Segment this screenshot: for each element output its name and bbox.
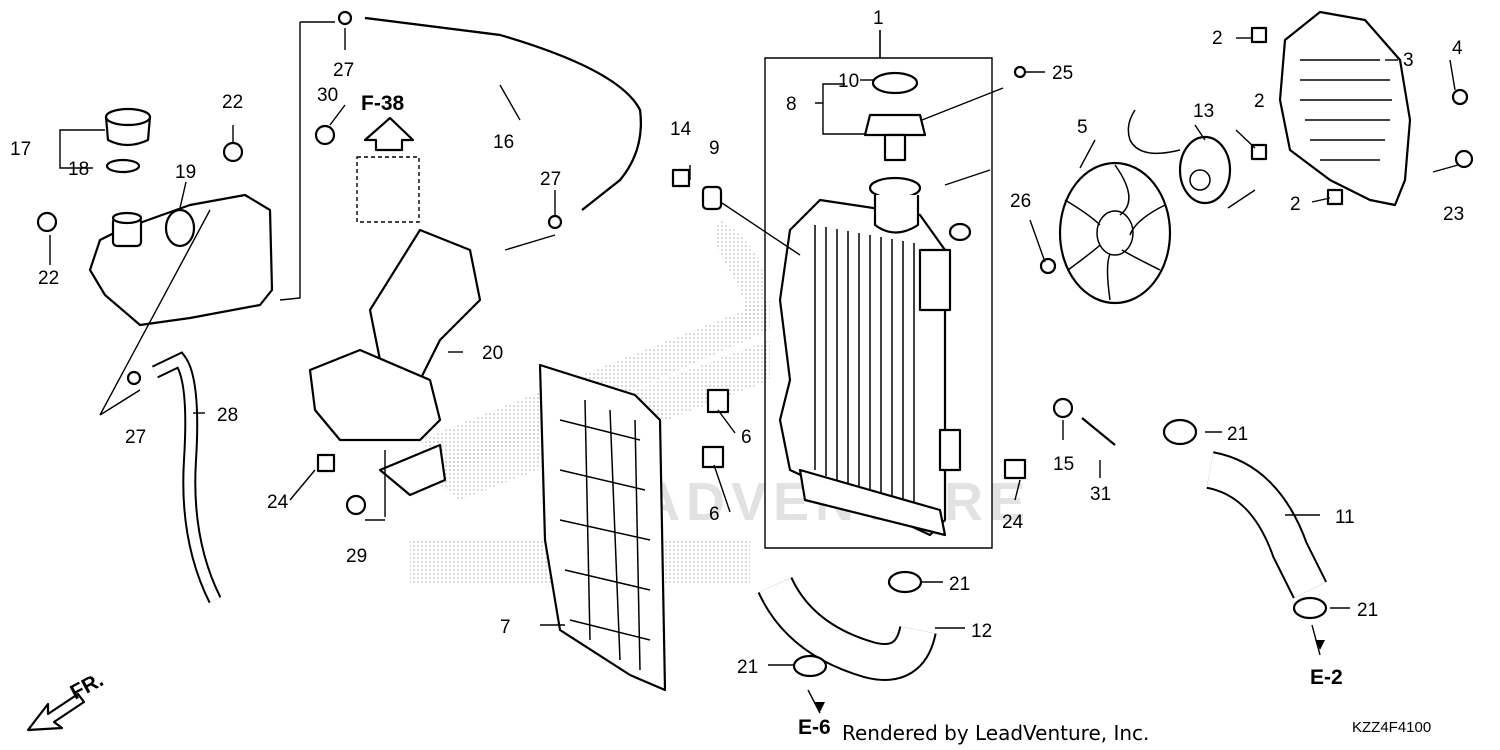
callout-26: 26	[1010, 191, 1031, 212]
callout-15: 15	[1053, 454, 1074, 475]
callout-21: 21	[1357, 600, 1378, 621]
callout-6: 6	[709, 504, 720, 525]
callout-22: 22	[38, 268, 59, 289]
callout-29: 29	[346, 546, 367, 567]
front-direction-indicator: FR.	[26, 668, 107, 732]
callout-27: 27	[125, 427, 146, 448]
e6-arrow-icon	[815, 702, 825, 712]
callout-11: 11	[1335, 507, 1355, 528]
cap-gasket	[105, 158, 141, 174]
radiator-core	[778, 198, 972, 537]
fan-shroud	[1278, 10, 1412, 207]
callout-5: 5	[1077, 117, 1088, 138]
callout-18: 18	[68, 159, 89, 180]
ref-e6: E-6	[798, 716, 831, 739]
callout-19: 19	[175, 162, 196, 183]
callout-22: 22	[222, 92, 243, 113]
f38-reference-box	[356, 156, 420, 223]
callout-31: 31	[1090, 484, 1111, 505]
callout-2: 2	[1254, 91, 1265, 112]
radiator-grille	[538, 363, 667, 692]
ref-e2: E-2	[1310, 666, 1343, 689]
callout-1: 1	[873, 8, 884, 29]
callout-21: 21	[737, 657, 758, 678]
cooling-fan	[1058, 161, 1172, 305]
callout-23: 23	[1443, 204, 1464, 225]
callout-24: 24	[1002, 512, 1024, 533]
callout-2: 2	[1212, 28, 1223, 49]
callout-21: 21	[949, 574, 970, 595]
callout-10: 10	[838, 71, 859, 92]
callout-9: 9	[709, 138, 720, 159]
fan-motor	[1127, 109, 1232, 205]
hose-clamps	[792, 418, 1328, 678]
leader-lines	[49, 21, 1459, 714]
callout-21: 21	[1227, 424, 1248, 445]
small-parts	[36, 10, 1474, 516]
callout-3: 3	[1403, 50, 1414, 71]
radiator-stay	[308, 228, 482, 497]
reserve-tank	[88, 193, 274, 327]
callout-13: 13	[1193, 101, 1214, 122]
ref-f38: F-38	[361, 92, 405, 115]
callout-8: 8	[786, 94, 797, 115]
callout-28: 28	[217, 405, 238, 426]
callout-2: 2	[1290, 194, 1301, 215]
callout-27: 27	[540, 169, 561, 190]
callout-6: 6	[741, 427, 752, 448]
callout-16: 16	[493, 132, 514, 153]
credit-text: Rendered by LeadVenture, Inc.	[842, 721, 1149, 745]
callout-17: 17	[10, 139, 31, 160]
callout-labels: 1 2 2 2 3 4 5 6 6 7 8 9 10 11 12 13 14 1…	[10, 8, 1464, 739]
front-arrow-icon	[26, 692, 86, 732]
f38-arrow-icon	[363, 116, 415, 152]
diagram-code: KZZ4F4100	[1352, 719, 1431, 736]
callout-12: 12	[971, 621, 992, 642]
callout-14: 14	[670, 119, 692, 140]
callout-20: 20	[482, 343, 503, 364]
callout-25: 25	[1052, 63, 1073, 84]
callout-7: 7	[500, 617, 511, 638]
radiator-cap	[863, 71, 927, 234]
callout-30: 30	[317, 85, 338, 106]
callout-4: 4	[1452, 38, 1463, 59]
e2-arrow-icon	[1315, 640, 1325, 650]
callout-27: 27	[333, 60, 354, 81]
reserve-tank-cap	[104, 107, 152, 147]
callout-24: 24	[267, 492, 289, 513]
